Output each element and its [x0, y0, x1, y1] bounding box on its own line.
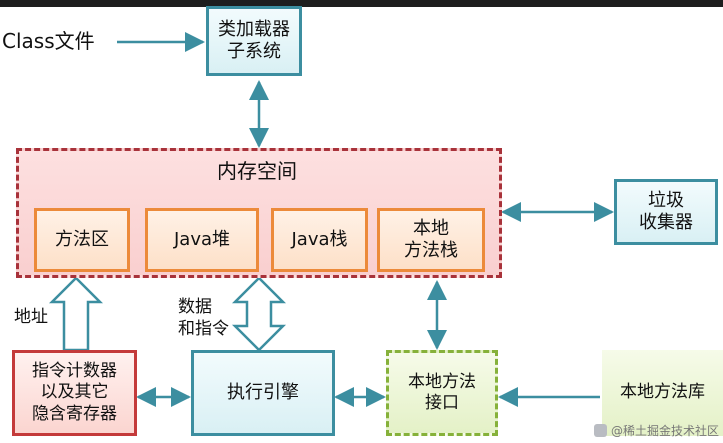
native-method-stack-box: 本地 方法栈 [377, 208, 485, 272]
data-instructions-label: 数据 和指令 [178, 297, 229, 340]
execution-engine-box: 执行引擎 [191, 350, 335, 436]
native-method-stack-text: 本地 方法栈 [404, 217, 458, 262]
memory-space-title: 内存空间 [217, 159, 297, 183]
method-area-box: 方法区 [34, 208, 130, 272]
native-interface-box: 本地方法 接口 [386, 350, 498, 436]
java-heap-box: Java堆 [145, 208, 259, 272]
address-label: 地址 [14, 307, 48, 327]
pc-register-box: 指令计数器 以及其它 隐含寄存器 [12, 350, 137, 436]
classloader-subsystem-box: 类加载器 子系统 [206, 6, 302, 76]
garbage-collector-text: 垃圾 收集器 [639, 189, 693, 234]
pc-register-text: 指令计数器 以及其它 隐含寄存器 [32, 361, 117, 424]
method-area-text: 方法区 [55, 228, 109, 250]
classloader-subsystem-text: 类加载器 子系统 [218, 18, 290, 63]
data-hollow-double-arrow [231, 276, 287, 352]
top-bar [0, 0, 723, 7]
native-interface-text: 本地方法 接口 [408, 371, 476, 413]
watermark-text: @稀土掘金技术社区 [610, 424, 719, 438]
native-library-text: 本地方法库 [620, 382, 705, 403]
java-stack-box: Java栈 [271, 208, 368, 272]
address-hollow-arrow [48, 276, 104, 352]
native-library-box: 本地方法库 [602, 350, 723, 436]
watermark: @稀土掘金技术社区 [593, 422, 719, 439]
watermark-logo-icon [593, 424, 607, 437]
garbage-collector-box: 垃圾 收集器 [614, 179, 718, 245]
class-file-label: Class文件 [2, 29, 95, 53]
java-stack-text: Java栈 [291, 228, 348, 250]
execution-engine-text: 执行引擎 [227, 381, 299, 403]
java-heap-text: Java堆 [173, 228, 231, 250]
